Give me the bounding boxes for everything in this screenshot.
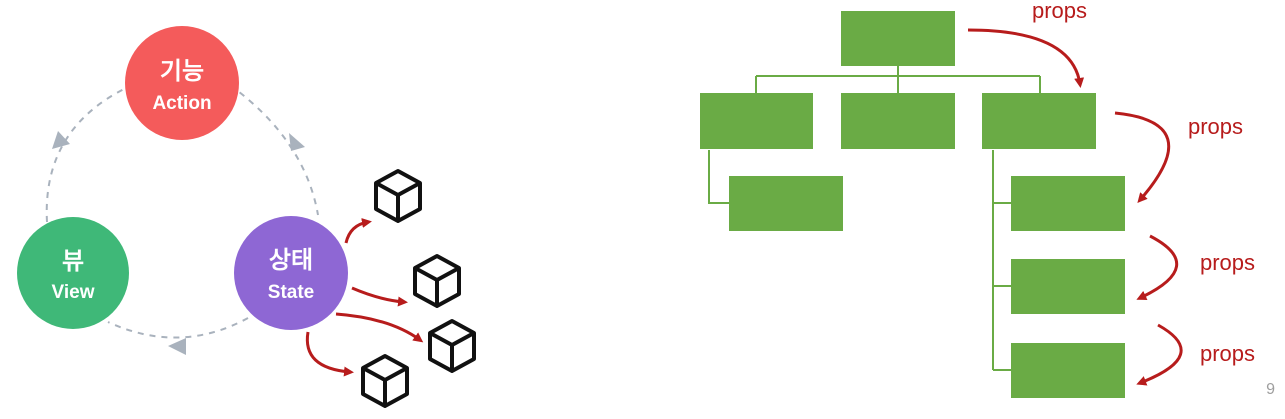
- props-arrow-4: [1136, 323, 1183, 386]
- cycle-arrowhead-left: [52, 131, 70, 149]
- props-arrow-2: [1114, 111, 1170, 204]
- tree-child-box: [841, 93, 955, 149]
- tree-grandchild-box: [1011, 259, 1125, 314]
- tree-grandchild-box: [1011, 343, 1125, 398]
- state-node: 상태 State: [234, 216, 348, 330]
- view-subtitle: View: [52, 282, 95, 303]
- tree-grandchild-box: [729, 176, 843, 231]
- cycle-arrowhead-bottom: [168, 338, 186, 355]
- tree-root-box: [841, 11, 955, 66]
- view-node: 뷰 View: [17, 217, 129, 329]
- tree-connector-right: [992, 150, 1011, 371]
- tree-connector-root: [755, 66, 1041, 93]
- cycle-arc-state-view: [107, 317, 249, 339]
- tree-child-box: [982, 93, 1096, 149]
- tree-grandchild-box: [1011, 176, 1125, 231]
- state-arrow-3: [335, 312, 424, 343]
- props-label: props: [1200, 341, 1255, 366]
- tree-child-box: [700, 93, 813, 149]
- page-number: 9: [1266, 381, 1275, 398]
- cube-icon: [361, 354, 409, 408]
- state-title: 상태: [269, 246, 313, 274]
- view-title: 뷰: [62, 247, 84, 275]
- cycle-diagram: 기능 Action 뷰 View 상태 State: [17, 26, 476, 408]
- props-label: props: [1188, 114, 1243, 139]
- state-arrow-1: [344, 218, 372, 244]
- props-label: props: [1032, 0, 1087, 23]
- cycle-arc-action-state: [229, 84, 319, 216]
- tree-connector-left: [708, 150, 729, 204]
- action-title: 기능: [160, 57, 204, 85]
- props-label: props: [1200, 250, 1255, 275]
- props-arrow-1: [967, 28, 1085, 88]
- component-tree: props props props props: [700, 0, 1255, 398]
- cube-icon: [413, 254, 461, 308]
- cycle-arrowhead-right: [289, 133, 305, 151]
- state-subtitle: State: [268, 282, 314, 303]
- state-arrow-4: [305, 331, 354, 377]
- props-arrow-3: [1136, 234, 1179, 300]
- state-arrow-2: [351, 286, 408, 307]
- action-subtitle: Action: [152, 93, 211, 114]
- cube-icon: [374, 169, 422, 223]
- cube-icon: [428, 319, 476, 373]
- cycle-arc-view-action: [45, 87, 127, 223]
- action-node: 기능 Action: [125, 26, 239, 140]
